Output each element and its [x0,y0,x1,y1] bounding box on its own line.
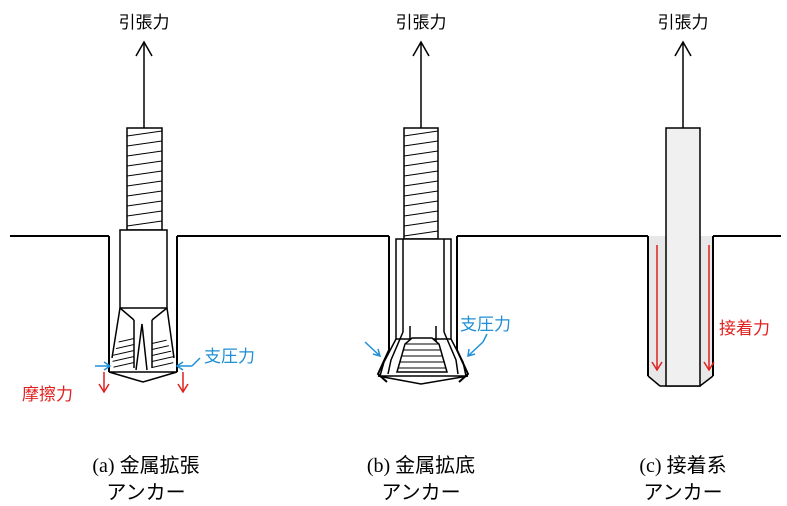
expansion-cone-b [377,337,469,385]
bearing-force-arrows-a [95,357,201,371]
adhesion-force-label-c: 接着力 [719,319,770,339]
bearing-force-label-a: 支圧力 [204,347,255,367]
anchor-a-metal-expansion [95,40,201,394]
cone-tip-a [108,371,178,383]
expansion-sleeve-a [111,229,175,371]
tension-arrow-c [674,40,692,128]
bearing-force-arrows-b [364,333,488,358]
bearing-force-label-b: 支圧力 [460,315,511,335]
drill-hole-a [108,236,178,372]
tension-label-c: 引張力 [658,13,709,33]
tension-label-a: 引張力 [119,13,170,33]
undercut-sleeve-b [379,238,467,377]
anchor-b-undercut [364,40,488,385]
anchor-c-adhesive [647,40,715,387]
caption-b-line2: アンカー [381,482,460,504]
caption-a-line2: アンカー [106,482,185,504]
threaded-bolt-b [403,127,439,240]
caption-a-line1: (a) 金属拡張 [92,454,199,477]
tension-arrow-a [135,40,153,128]
caption-c-line2: アンカー [643,482,722,504]
friction-force-arrows-a [98,372,189,394]
expansion-wedges-a [112,337,174,369]
tension-label-b: 引張力 [396,13,447,33]
friction-force-label-a: 摩擦力 [22,385,73,405]
anchor-rod-c [665,127,701,387]
caption-b-line1: (b) 金属拡底 [367,454,475,477]
adhesion-force-arrows-c [651,245,715,372]
threaded-bolt-a [126,127,163,231]
caption-c-line1: (c) 接着系 [639,454,726,477]
tension-arrow-b [412,40,430,128]
